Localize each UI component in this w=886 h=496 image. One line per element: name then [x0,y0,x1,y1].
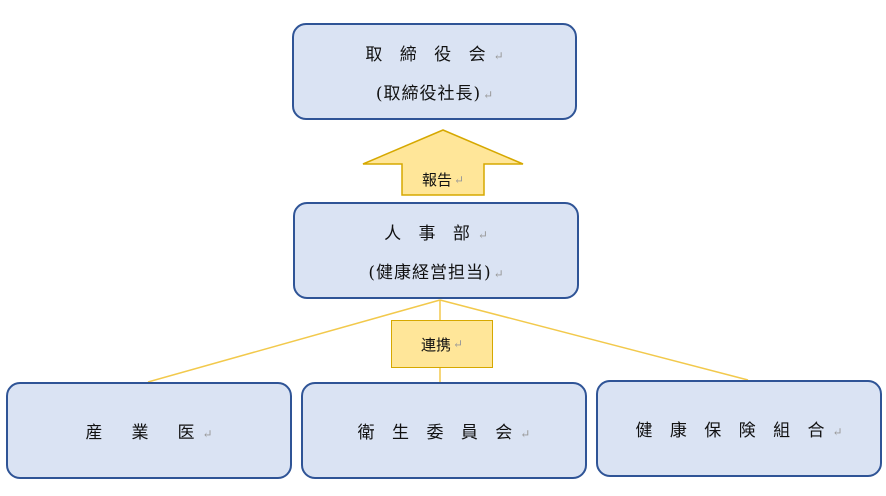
return-mark-icon: ↵ [493,266,504,281]
return-mark-icon: ↵ [452,337,464,351]
connector-to-right [439,299,749,381]
link-label: 連携↵ [391,320,493,368]
connector-to-left [147,299,441,383]
board-box: 取 締 役 会↵ (取締役社長)↵ [292,23,577,120]
return-mark-icon: ↵ [453,172,465,187]
health-committee-title: 衛 生 委 員 会 [357,423,519,443]
hr-title: 人 事 部 [384,223,476,244]
return-mark-icon: ↵ [477,227,488,242]
return-mark-icon: ↵ [520,427,531,441]
industrial-physician-title: 産 業 医 [85,423,201,443]
board-subtitle: (取締役社長) [375,83,482,104]
industrial-physician-box: 産 業 医↵ [6,382,292,479]
board-title: 取 締 役 会 [365,44,492,65]
hr-subtitle: (健康経営担当) [368,262,492,283]
report-label: 報告↵ [421,171,465,189]
hr-box: 人 事 部↵ (健康経営担当)↵ [293,202,579,299]
health-insurance-title: 健 康 保 険 組 合 [635,421,831,441]
health-insurance-box: 健 康 保 険 組 合↵ [596,380,882,477]
health-committee-box: 衛 生 委 員 会↵ [301,382,587,479]
report-arrow [362,129,524,196]
return-mark-icon: ↵ [493,48,504,63]
return-mark-icon: ↵ [483,87,494,102]
return-mark-icon: ↵ [202,427,213,441]
return-mark-icon: ↵ [832,425,843,439]
